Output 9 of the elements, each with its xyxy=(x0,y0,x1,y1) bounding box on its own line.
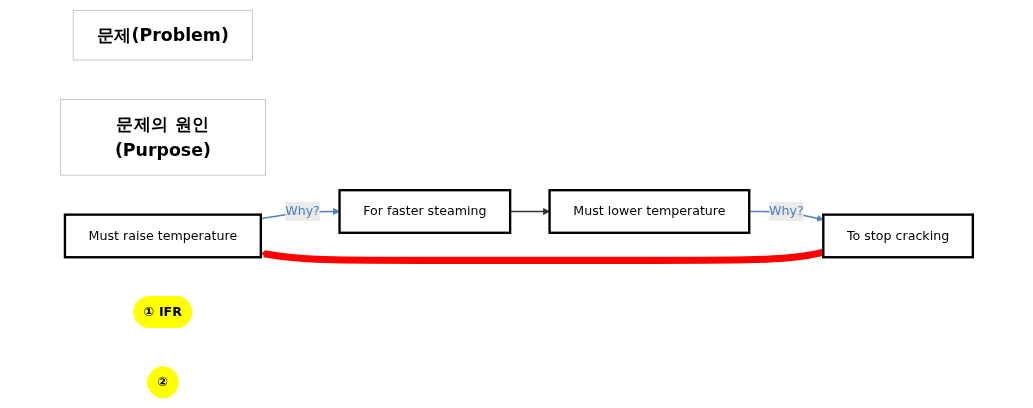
node-box: 문제(Problem) xyxy=(72,9,253,61)
edge-label: Why? xyxy=(285,203,320,219)
node-box: For faster steaming xyxy=(338,189,512,234)
node-box: 문제의 원인(Purpose) xyxy=(59,99,266,176)
arrow xyxy=(260,248,824,264)
node-box: Must lower temperature xyxy=(548,189,751,234)
node-box: To stop cracking xyxy=(822,213,974,259)
node-box: Must raise temperature xyxy=(63,213,262,259)
edge-label: Why? xyxy=(768,203,804,219)
